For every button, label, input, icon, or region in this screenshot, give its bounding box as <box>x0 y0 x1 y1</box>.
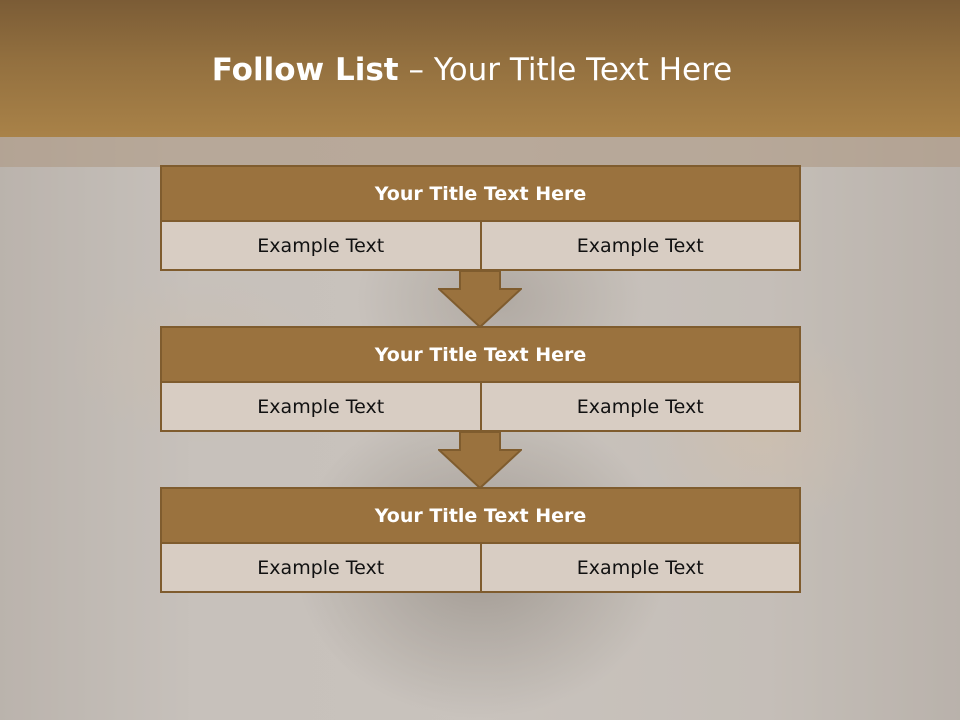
block-title: Your Title Text Here <box>160 165 801 222</box>
block-row: Example Text Example Text <box>160 222 801 271</box>
block-row: Example Text Example Text <box>160 544 801 593</box>
block-cell-right: Example Text <box>481 544 801 593</box>
title-rest: – Your Title Text Here <box>398 52 733 88</box>
block-title: Your Title Text Here <box>160 326 801 383</box>
header-bar <box>0 0 960 137</box>
down-arrow-icon <box>438 431 522 489</box>
list-block-1: Your Title Text Here Example Text Exampl… <box>160 165 801 271</box>
block-cell-left: Example Text <box>160 383 482 432</box>
block-row: Example Text Example Text <box>160 383 801 432</box>
list-block-3: Your Title Text Here Example Text Exampl… <box>160 487 801 593</box>
down-arrow-icon <box>438 270 522 328</box>
list-block-2: Your Title Text Here Example Text Exampl… <box>160 326 801 432</box>
header-strip <box>0 137 960 167</box>
block-cell-right: Example Text <box>481 383 801 432</box>
block-cell-left: Example Text <box>160 222 482 271</box>
block-cell-left: Example Text <box>160 544 482 593</box>
block-title: Your Title Text Here <box>160 487 801 544</box>
slide-title: Follow List – Your Title Text Here <box>0 52 944 88</box>
block-cell-right: Example Text <box>481 222 801 271</box>
title-bold: Follow List <box>211 52 399 88</box>
